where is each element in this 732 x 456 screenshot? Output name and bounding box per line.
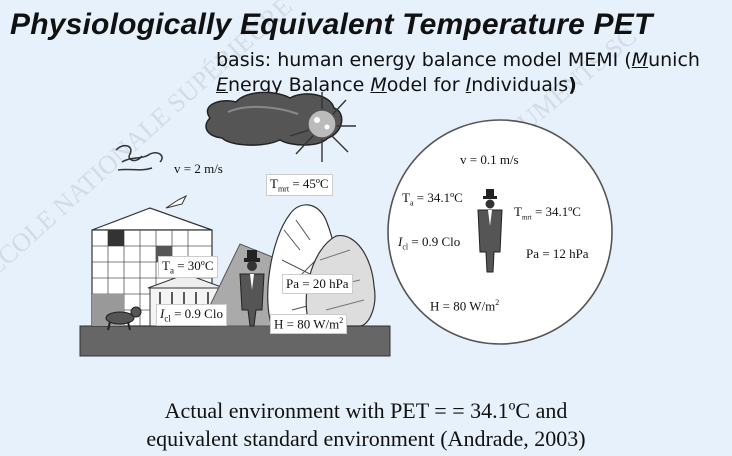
right-wind-speed-label: v = 0.1 m/s <box>460 152 519 167</box>
left-clothing-label: Icl = 0.9 Clo <box>156 304 227 326</box>
bird-icon <box>165 194 188 209</box>
basis-line-2: Energy Balance Model for Individuals) <box>216 74 577 96</box>
left-vapour-pressure-label: Pa = 20 hPa <box>282 274 353 294</box>
wind-icon <box>115 144 163 171</box>
dog-icon <box>105 306 142 331</box>
sun-icon <box>289 92 356 162</box>
right-metabolic-rate-label: H = 80 W/m2 <box>430 298 500 314</box>
right-mrt-label: Tmrt = 34.1ºC <box>514 204 581 222</box>
tree-icon <box>267 204 376 327</box>
left-air-temperature-label: Ta = 30ºC <box>158 256 218 278</box>
left-mrt-label: Tmrt = 45ºC <box>266 174 333 196</box>
left-metabolic-rate-label: H = 80 W/m2 <box>270 314 348 335</box>
page-title: Physiologically Equivalent Temperature P… <box>10 8 653 41</box>
man-figure-right <box>477 189 503 273</box>
basis-text: basis: human energy balance model MEMI (… <box>216 48 700 98</box>
left-wind-speed-label: v = 2 m/s <box>174 161 223 176</box>
right-clothing-label: Icl = 0.9 Clo <box>398 234 461 252</box>
cloud-icon <box>205 91 343 146</box>
right-air-temperature-label: Ta = 34.1ºC <box>402 190 463 208</box>
caption-line-2: equivalent standard environment (Andrade… <box>146 426 586 451</box>
caption-line-1: Actual environment with PET = = 34.1ºC a… <box>164 398 568 423</box>
man-figure-left <box>239 250 265 327</box>
basis-line-1: basis: human energy balance model MEMI (… <box>216 49 700 71</box>
right-vapour-pressure-label: Pa = 12 hPa <box>526 246 589 261</box>
